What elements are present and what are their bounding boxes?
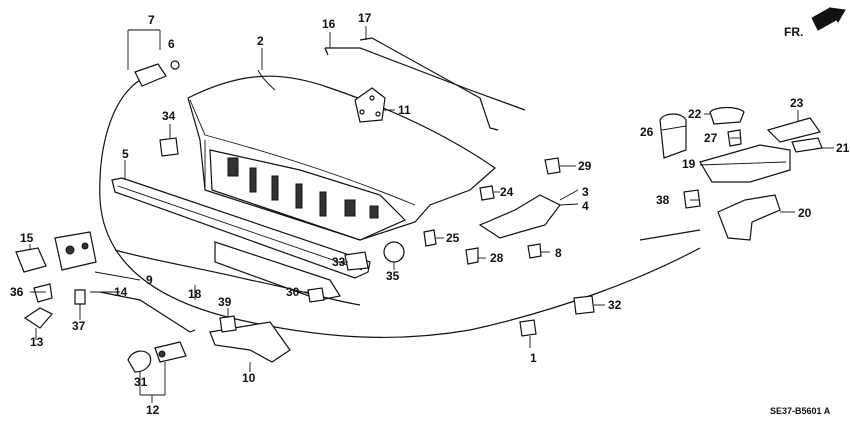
emblem-plate [354,87,386,123]
lock-cylinder-right [659,106,745,159]
callout-labels: 1 2 3 4 5 6 7 8 9 10 11 12 13 14 15 16 1… [10,11,850,417]
front-direction-marker [811,7,846,31]
hinge-left [209,315,291,363]
small-fasteners [159,137,405,303]
callout-2: 2 [257,34,264,48]
lid-inner-panel [209,149,407,241]
callout-1: 1 [530,351,537,365]
callout-8: 8 [555,246,562,260]
callout-20: 20 [798,206,812,220]
front-arrow-icon [811,7,846,31]
callout-27: 27 [704,131,718,145]
striker-assembly [683,189,781,241]
lower-garnish [214,241,341,301]
callout-34: 34 [162,109,176,123]
front-direction-label: FR. [784,25,803,39]
trunk-lid [187,69,496,241]
callout-25: 25 [446,231,460,245]
callout-38: 38 [656,193,670,207]
callout-15: 15 [20,231,34,245]
hinge-right [423,157,561,265]
callout-13: 13 [30,335,44,349]
callout-9: 9 [146,273,153,287]
callout-6: 6 [168,37,175,51]
latch-assembly-left [15,231,97,329]
leader-lines [29,26,834,403]
callout-5: 5 [122,147,129,161]
callout-23: 23 [790,96,804,110]
callout-28: 28 [490,251,504,265]
callout-7: 7 [148,13,155,27]
callout-24: 24 [500,185,514,199]
clips-right [519,229,701,337]
callout-37: 37 [72,319,86,333]
callout-11: 11 [398,103,411,117]
callout-21: 21 [836,141,850,155]
callout-39: 39 [218,295,232,309]
callout-18: 18 [188,287,202,301]
callout-4: 4 [582,199,589,213]
callout-36: 36 [10,285,24,299]
callout-19: 19 [682,157,696,171]
callout-32: 32 [608,298,622,312]
callout-31: 31 [134,375,148,389]
callout-33: 33 [332,255,346,269]
callout-3: 3 [582,185,589,199]
callout-35: 35 [386,269,400,283]
garnish-right [699,117,823,183]
callout-17: 17 [358,11,372,25]
torsion-bars [324,37,526,131]
callout-12: 12 [146,403,160,417]
lock-rod [99,291,196,333]
callout-22: 22 [688,107,702,121]
key-cylinder [127,341,187,373]
callout-30: 30 [286,285,300,299]
callout-26: 26 [640,125,654,139]
callout-14: 14 [114,285,128,299]
diagram-reference-code: SE37-B5601 A [770,406,831,416]
callout-29: 29 [578,159,592,173]
callout-16: 16 [322,17,336,31]
opener-cable [99,60,701,338]
trunk-molding [111,177,371,279]
callout-10: 10 [242,371,256,385]
